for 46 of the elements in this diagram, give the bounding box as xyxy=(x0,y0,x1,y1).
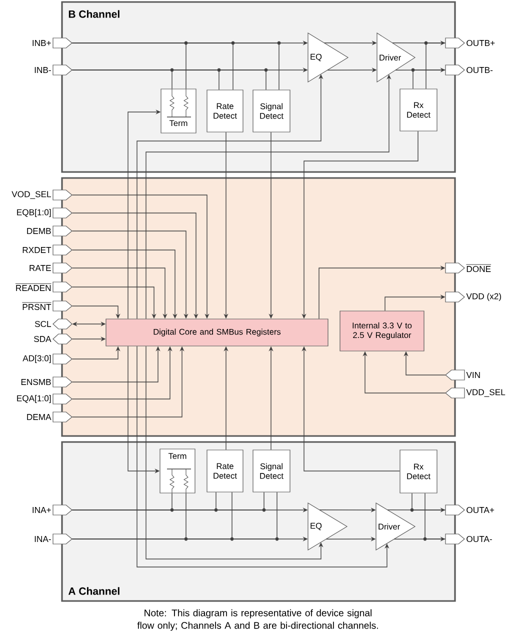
pin-label: VIN xyxy=(466,372,480,378)
panel-title: B Channel xyxy=(68,10,120,18)
detector-box: Rate Detect xyxy=(206,450,244,492)
pin-label: OUTA- xyxy=(466,536,492,542)
panel-title: A Channel xyxy=(68,587,120,595)
pin-label: RATE xyxy=(30,265,51,271)
caption: Note: This diagram is representative of device signal flow only; Channels A and B are bi-directional channels. xyxy=(137,609,378,631)
signal-line xyxy=(410,492,446,512)
signal-line xyxy=(424,41,446,90)
signal-line xyxy=(423,492,446,541)
pin-label: PRSNT xyxy=(22,302,52,310)
pin-label: INA+ xyxy=(32,507,51,513)
pin-label: INB- xyxy=(34,67,51,73)
pin-label: DEMA xyxy=(27,414,52,420)
pin-label: INA- xyxy=(34,536,51,542)
signal-line xyxy=(72,68,268,90)
pin-label: VOD_SEL xyxy=(12,191,52,199)
pin-label: RXDET xyxy=(22,247,52,253)
detector-box: Rx Detect xyxy=(400,88,438,132)
termination-box: Term xyxy=(160,88,196,134)
pin-label: AD[3:0] xyxy=(22,355,51,364)
detector-box: Signal Detect xyxy=(252,90,290,132)
pin-label: VDD_SEL xyxy=(466,389,506,397)
pin-label: READEN xyxy=(15,283,52,291)
detector-box: Signal Detect xyxy=(252,450,290,492)
termination-box: Term xyxy=(160,448,196,494)
pin-label: VDD (x2) xyxy=(466,293,502,301)
detector-box: Rx Detect xyxy=(400,450,438,494)
signal-line xyxy=(72,492,279,541)
pin-label: EQA[1:0] xyxy=(17,395,51,404)
pin-label: OUTB- xyxy=(466,66,493,74)
detector-box: Rate Detect xyxy=(206,90,244,132)
pin-label: EQB[1:0] xyxy=(17,209,51,218)
pin-label: DONE xyxy=(466,264,492,272)
signal-line xyxy=(411,68,446,90)
pin-label: INB+ xyxy=(32,40,51,46)
pin-label: SCL xyxy=(34,320,52,328)
block-box: Digital Core and SMBus Registers xyxy=(106,318,328,346)
pin-label: OUTB+ xyxy=(466,40,495,46)
pin-label: SDA xyxy=(34,336,52,342)
signal-line xyxy=(72,41,281,90)
signal-line xyxy=(72,492,266,512)
block-box: Internal 3.3 V to 2.5 V Regulator xyxy=(340,310,424,352)
pin-label: DEMB xyxy=(27,228,51,234)
pin-label: OUTA+ xyxy=(466,506,494,514)
pin-label: ENSMB xyxy=(21,378,51,386)
